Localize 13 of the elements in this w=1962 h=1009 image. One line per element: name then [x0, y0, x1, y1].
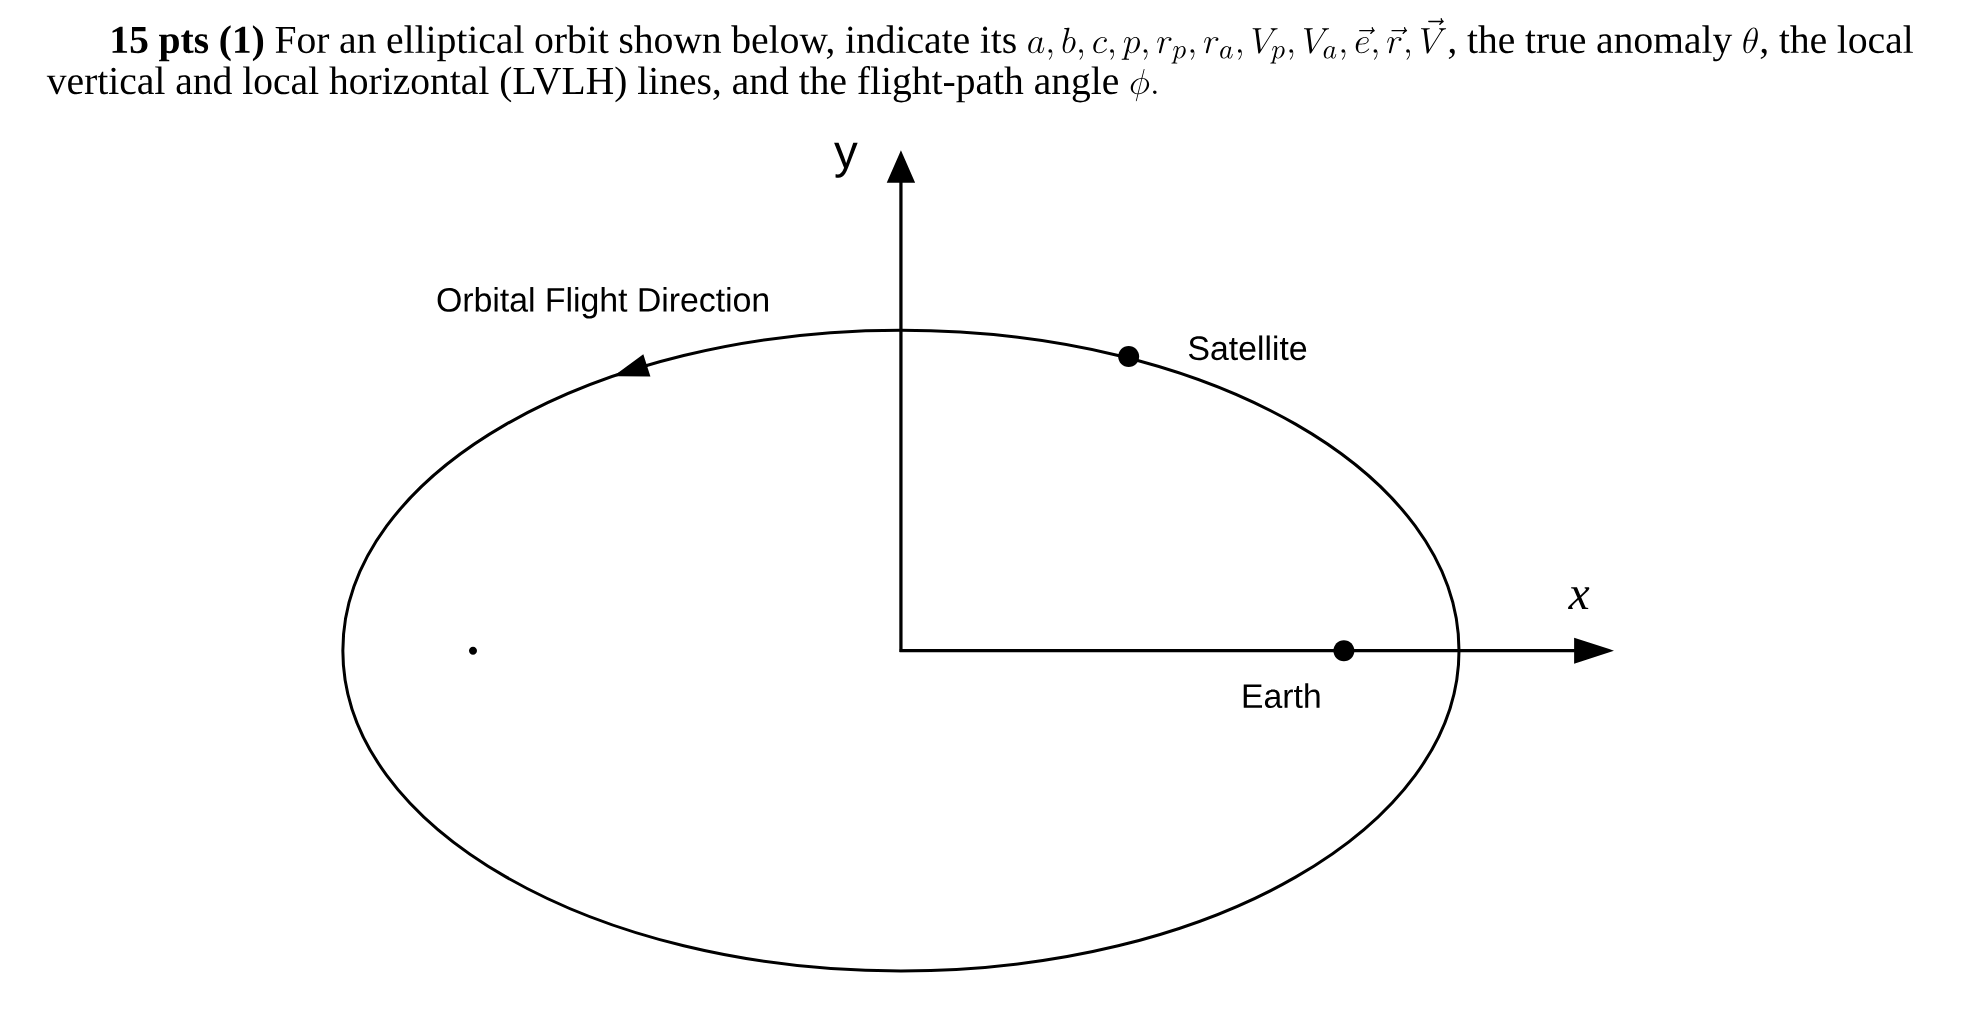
earth-label: Earth [1243, 683, 1320, 709]
label: $a, b, c, p, r_p, r_a, V_p, V_a, \vec{e}, \vec{r}, \vec{V}$ [1028, 18, 1447, 64]
satellite-label: Satellite [1188, 335, 1307, 361]
label: , the true anomaly [1448, 25, 1733, 62]
axis-label: y [834, 142, 858, 178]
label: vertical and local horizontal (LVLH) lines, and the flight-path angle [46, 66, 1118, 103]
direction-label: Orbital Flight Direction [437, 287, 768, 319]
question-text: 15 pts (1) For an elliptical orbit shown below, indicate its $a, b, c, p, r_p, r_a, V_p, V_a, \vec{e}, \vec{r}, \vec{V}$, the true anomaly $\theta$, the local vertical and local horizontal (LVLH) lines, and the flight-path angle $\phi.$ [46, 18, 1913, 103]
axis-label: x [1568, 587, 1590, 610]
label: , the local [1760, 25, 1913, 60]
label: 15 pts (1) For an elliptical orbit shown below, indicate its [112, 25, 1016, 62]
label: $\phi.$ [1130, 69, 1157, 102]
label: $\theta$ [1743, 27, 1758, 54]
